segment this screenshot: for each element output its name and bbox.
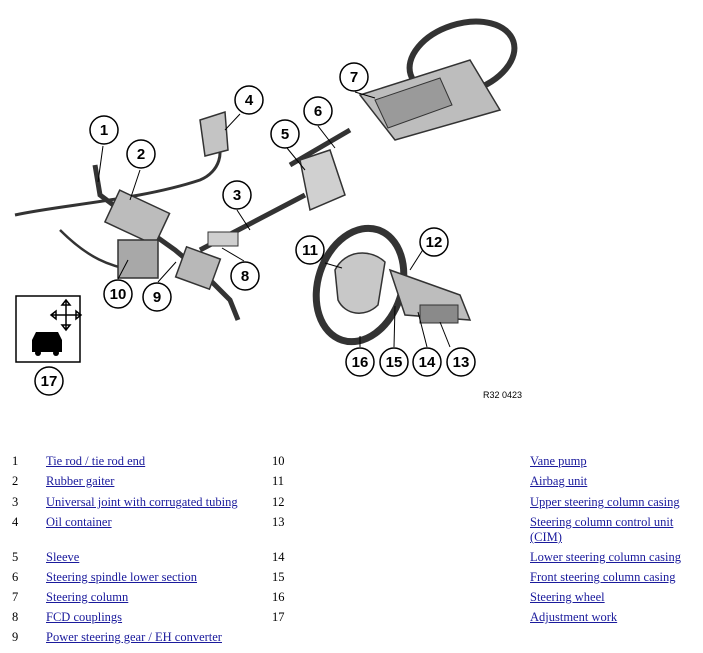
legend-link-rubber-gaiter[interactable]: Rubber gaiter [46,474,115,488]
legend-number: 5 [12,550,19,564]
legend-number: 10 [272,454,285,468]
callout-leaders [97,91,451,348]
svg-text:4: 4 [245,92,254,109]
callout-6: 6 [303,96,333,126]
legend-link-fcd-couplings[interactable]: FCD couplings [46,610,123,624]
legend-number: 13 [272,515,285,529]
legend-number: 14 [272,550,285,564]
svg-text:5: 5 [281,126,289,143]
legend-number: 8 [12,610,19,624]
svg-text:13: 13 [453,354,470,371]
svg-text:8: 8 [241,268,249,285]
legend-link-lower-column-casing[interactable]: Lower steering column casing [530,550,681,564]
legend-number: 16 [272,590,285,604]
svg-text:3: 3 [233,187,241,204]
parts-legend: 1 Tie rod / tie rod end 2 Rubber gaiter … [0,448,703,653]
reference-code: R32 0423 [483,390,522,400]
steering-system-diagram: 1 2 3 4 5 6 7 8 9 10 11 12 13 14 15 16 1… [14,18,522,400]
callout-11: 11 [295,235,325,265]
legend-link-universal-joint[interactable]: Universal joint with corrugated tubing [46,495,238,509]
callout-9: 9 [142,282,172,312]
legend-link-vane-pump[interactable]: Vane pump [530,454,587,468]
legend-link-oil-container[interactable]: Oil container [46,515,112,529]
svg-text:6: 6 [314,103,322,120]
legend-number: 4 [12,515,19,529]
svg-text:2: 2 [137,146,145,163]
legend-number: 1 [12,454,19,468]
legend-number: 2 [12,474,19,488]
adjustment-work-icon [15,295,83,363]
svg-text:1: 1 [100,122,108,139]
svg-text:7: 7 [350,69,358,86]
legend-link-tie-rod[interactable]: Tie rod / tie rod end [46,454,146,468]
legend-link-steering-spindle[interactable]: Steering spindle lower section [46,570,198,584]
callout-10: 10 [103,279,133,309]
callout-8: 8 [230,261,260,291]
callout-4: 4 [234,85,264,115]
legend-number: 15 [272,570,285,584]
legend-link-upper-column-casing[interactable]: Upper steering column casing [530,495,680,509]
legend-number: 6 [12,570,19,584]
callout-3: 3 [222,180,252,210]
legend-link-steering-wheel[interactable]: Steering wheel [530,590,605,604]
callout-15: 15 [379,347,409,377]
svg-text:17: 17 [41,373,58,390]
svg-text:9: 9 [153,289,161,306]
legend-link-column-control-unit[interactable]: Steering column control unit (CIM) [530,515,674,544]
callout-13: 13 [446,347,476,377]
callout-1: 1 [89,115,119,145]
svg-text:15: 15 [386,354,403,371]
svg-text:10: 10 [110,286,127,303]
svg-text:12: 12 [426,234,443,251]
legend-number: 17 [272,610,285,624]
callout-7: 7 [339,62,369,92]
legend-number: 12 [272,495,285,509]
legend-link-adjustment-work[interactable]: Adjustment work [530,610,618,624]
callout-5: 5 [270,119,300,149]
legend-link-front-column-casing[interactable]: Front steering column casing [530,570,676,584]
legend-link-airbag-unit[interactable]: Airbag unit [530,474,588,488]
callout-12: 12 [419,227,449,257]
callout-14: 14 [412,347,442,377]
legend-number: 7 [12,590,19,604]
svg-text:16: 16 [352,354,369,371]
svg-text:14: 14 [419,354,436,371]
svg-text:11: 11 [302,242,318,259]
legend-number: 11 [272,474,285,488]
callout-17: 17 [34,366,64,396]
callout-2: 2 [126,139,156,169]
upper-steering-assembly [198,18,518,253]
callout-16: 16 [345,347,375,377]
legend-link-steering-column[interactable]: Steering column [46,590,129,604]
legend-link-power-steering-gear[interactable]: Power steering gear / EH converter [46,630,222,644]
steering-wheel-detail [312,224,472,346]
legend-number: 3 [12,495,19,509]
legend-link-sleeve[interactable]: Sleeve [46,550,80,564]
legend-number: 9 [12,630,19,644]
